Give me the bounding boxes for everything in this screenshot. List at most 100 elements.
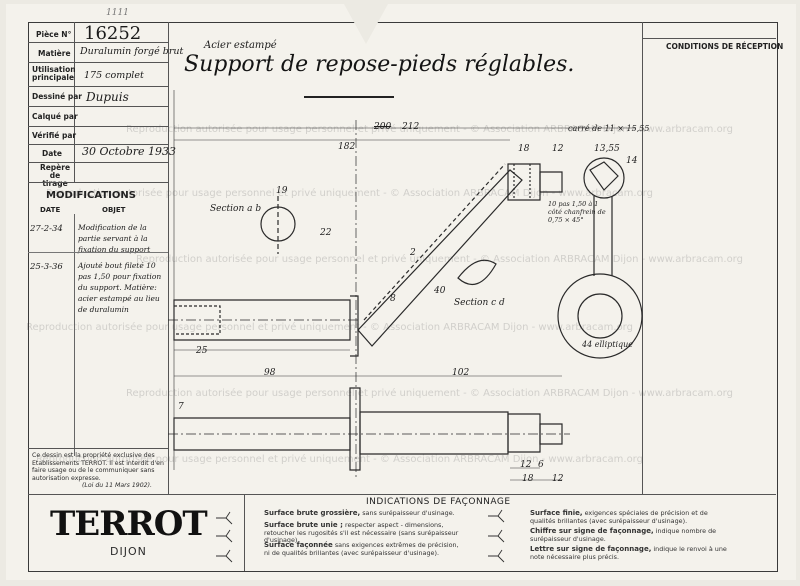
watermark-line: Reproduction autorisée pour usage person… — [126, 388, 733, 399]
lower-thread — [507, 413, 541, 453]
watermark-line: Reproduction autorisée pour usage person… — [136, 254, 743, 265]
dim-102: 102 — [452, 368, 470, 378]
dim-40: 40 — [434, 286, 446, 296]
drawing-frame — [28, 22, 778, 572]
thread-hidden — [174, 305, 221, 335]
notice-text: Ce dessin est la propriété exclusive des… — [32, 452, 164, 482]
finish-symbol — [212, 510, 252, 570]
modification-text: Modification de la partie servant à la f… — [78, 223, 151, 254]
dim-12c: 12 — [552, 474, 564, 484]
drawing-title: Support de repose-pieds réglables. — [184, 52, 575, 77]
conditions-rule — [643, 38, 776, 39]
torn-corner — [344, 4, 388, 44]
diagonal-arm — [357, 169, 523, 347]
row-divider — [28, 42, 168, 63]
modification-date: 27-2-34 — [30, 224, 63, 234]
title-block-divider — [74, 22, 75, 182]
thread-tip — [539, 171, 563, 193]
dim-12: 12 — [552, 144, 564, 154]
dim-18: 18 — [518, 144, 530, 154]
carre-label: carré de 11 × 15,55 — [568, 124, 650, 133]
lower-shoulder — [349, 387, 361, 471]
matiere-value: Duralumin forgé brut — [80, 46, 184, 57]
finish-symbol-right — [484, 508, 524, 568]
dim-12b: 12 — [520, 460, 532, 470]
dessine-value: Dupuis — [86, 90, 129, 104]
arm-axis — [363, 163, 506, 321]
section-ab-label: Section a b — [210, 204, 262, 214]
dim-14: 14 — [626, 156, 638, 166]
utilisation-value: 175 complet — [84, 70, 144, 81]
row-divider — [28, 106, 168, 127]
modifications-rule — [28, 252, 168, 253]
piece-number: 16252 — [84, 23, 142, 44]
watermark-line: Reproduction autorisée pour usage person… — [36, 454, 643, 465]
dim-98: 98 — [264, 368, 276, 378]
dim-6: 6 — [538, 460, 544, 470]
modifications-col-object: OBJET — [102, 206, 126, 214]
lower-arm — [359, 411, 509, 455]
indication-item: Surface brute unie ; respecter aspect - … — [264, 521, 459, 545]
dim-13-55: 13,55 — [594, 144, 620, 154]
indications-heading: INDICATIONS DE FAÇONNAGE — [366, 497, 511, 507]
section-cd-label: Section c d — [454, 298, 505, 308]
row-divider — [28, 62, 168, 87]
indication-item: Chiffre sur signe de façonnage, indique … — [530, 527, 717, 543]
dim-25: 25 — [196, 346, 208, 356]
notice-law: (Loi du 11 Mars 1902). — [82, 482, 152, 489]
dim-18b: 18 — [522, 474, 534, 484]
dim-7: 7 — [178, 402, 184, 412]
conditions-divider — [642, 22, 643, 494]
row-divider — [28, 86, 168, 107]
conditions-heading: CONDITIONS DE RÉCEPTION — [666, 42, 784, 51]
drawing-sheet: Reproduction autorisée pour usage person… — [6, 4, 796, 580]
ellipse-inner — [577, 293, 623, 339]
dim-182: 182 — [338, 142, 356, 152]
dim-200: 200 — [374, 122, 392, 132]
title-block — [28, 22, 169, 182]
ellipse-view — [557, 273, 643, 359]
brand-logo: TERROT — [50, 504, 208, 544]
section-cd — [457, 259, 497, 286]
repere-label: Repère de tirage — [39, 163, 71, 188]
row-divider — [28, 22, 168, 43]
watermark-line: Reproduction autorisée pour usage person… — [46, 188, 653, 199]
brand-box — [28, 494, 245, 571]
notice-box — [28, 448, 169, 495]
indication-item: Lettre sur signe de façonnage, indique l… — [530, 545, 727, 561]
dim-212: 212 — [402, 122, 420, 132]
dim-19: 19 — [276, 186, 288, 196]
watermark-line: Reproduction autorisée pour usage person… — [126, 124, 733, 135]
date-label: Date — [42, 149, 62, 158]
threaded-end — [507, 163, 541, 201]
row-divider — [28, 126, 168, 145]
piece-stamp: 1111 — [106, 8, 129, 18]
modification-text: Ajouté bout fileté 10 pas 1,50 pour fixa… — [78, 261, 162, 314]
matiere-label: Matière — [38, 49, 71, 58]
dim-8: 8 — [390, 294, 396, 304]
matiere-note: Acier estampé — [204, 40, 277, 51]
modifications-heading: MODIFICATIONS — [46, 190, 136, 201]
dessine-label: Dessiné par — [32, 92, 82, 101]
dim-2: 2 — [410, 248, 416, 258]
title-underline — [304, 96, 394, 98]
modifications-divider — [74, 214, 75, 456]
indication-item: Surface finie, exigences spéciales de pr… — [530, 509, 708, 525]
shoulder — [350, 295, 359, 357]
verifie-label: Vérifié par — [32, 131, 77, 140]
square-end — [589, 161, 619, 191]
side-arm — [593, 196, 613, 276]
ellipse-label: 44 elliptique — [582, 340, 634, 349]
watermark-line: Reproduction autorisée pour usage person… — [26, 322, 633, 333]
utilisation-label: Utilisation principale — [32, 65, 76, 82]
date-value: 30 Octobre 1933 — [82, 145, 177, 158]
brand-city: DIJON — [110, 545, 147, 558]
indication-item: Surface brute grossière, sans surépaisse… — [264, 509, 455, 517]
indications-rule — [244, 494, 776, 495]
chanfrein-label: 10 pas 1,50 à 1 côté chanfrein de 0,75 ×… — [548, 200, 606, 224]
calque-label: Calqué par — [32, 112, 78, 121]
modification-date: 25-3-36 — [30, 262, 63, 272]
dim-22: 22 — [320, 228, 332, 238]
piece-label: Pièce N° — [36, 30, 72, 39]
